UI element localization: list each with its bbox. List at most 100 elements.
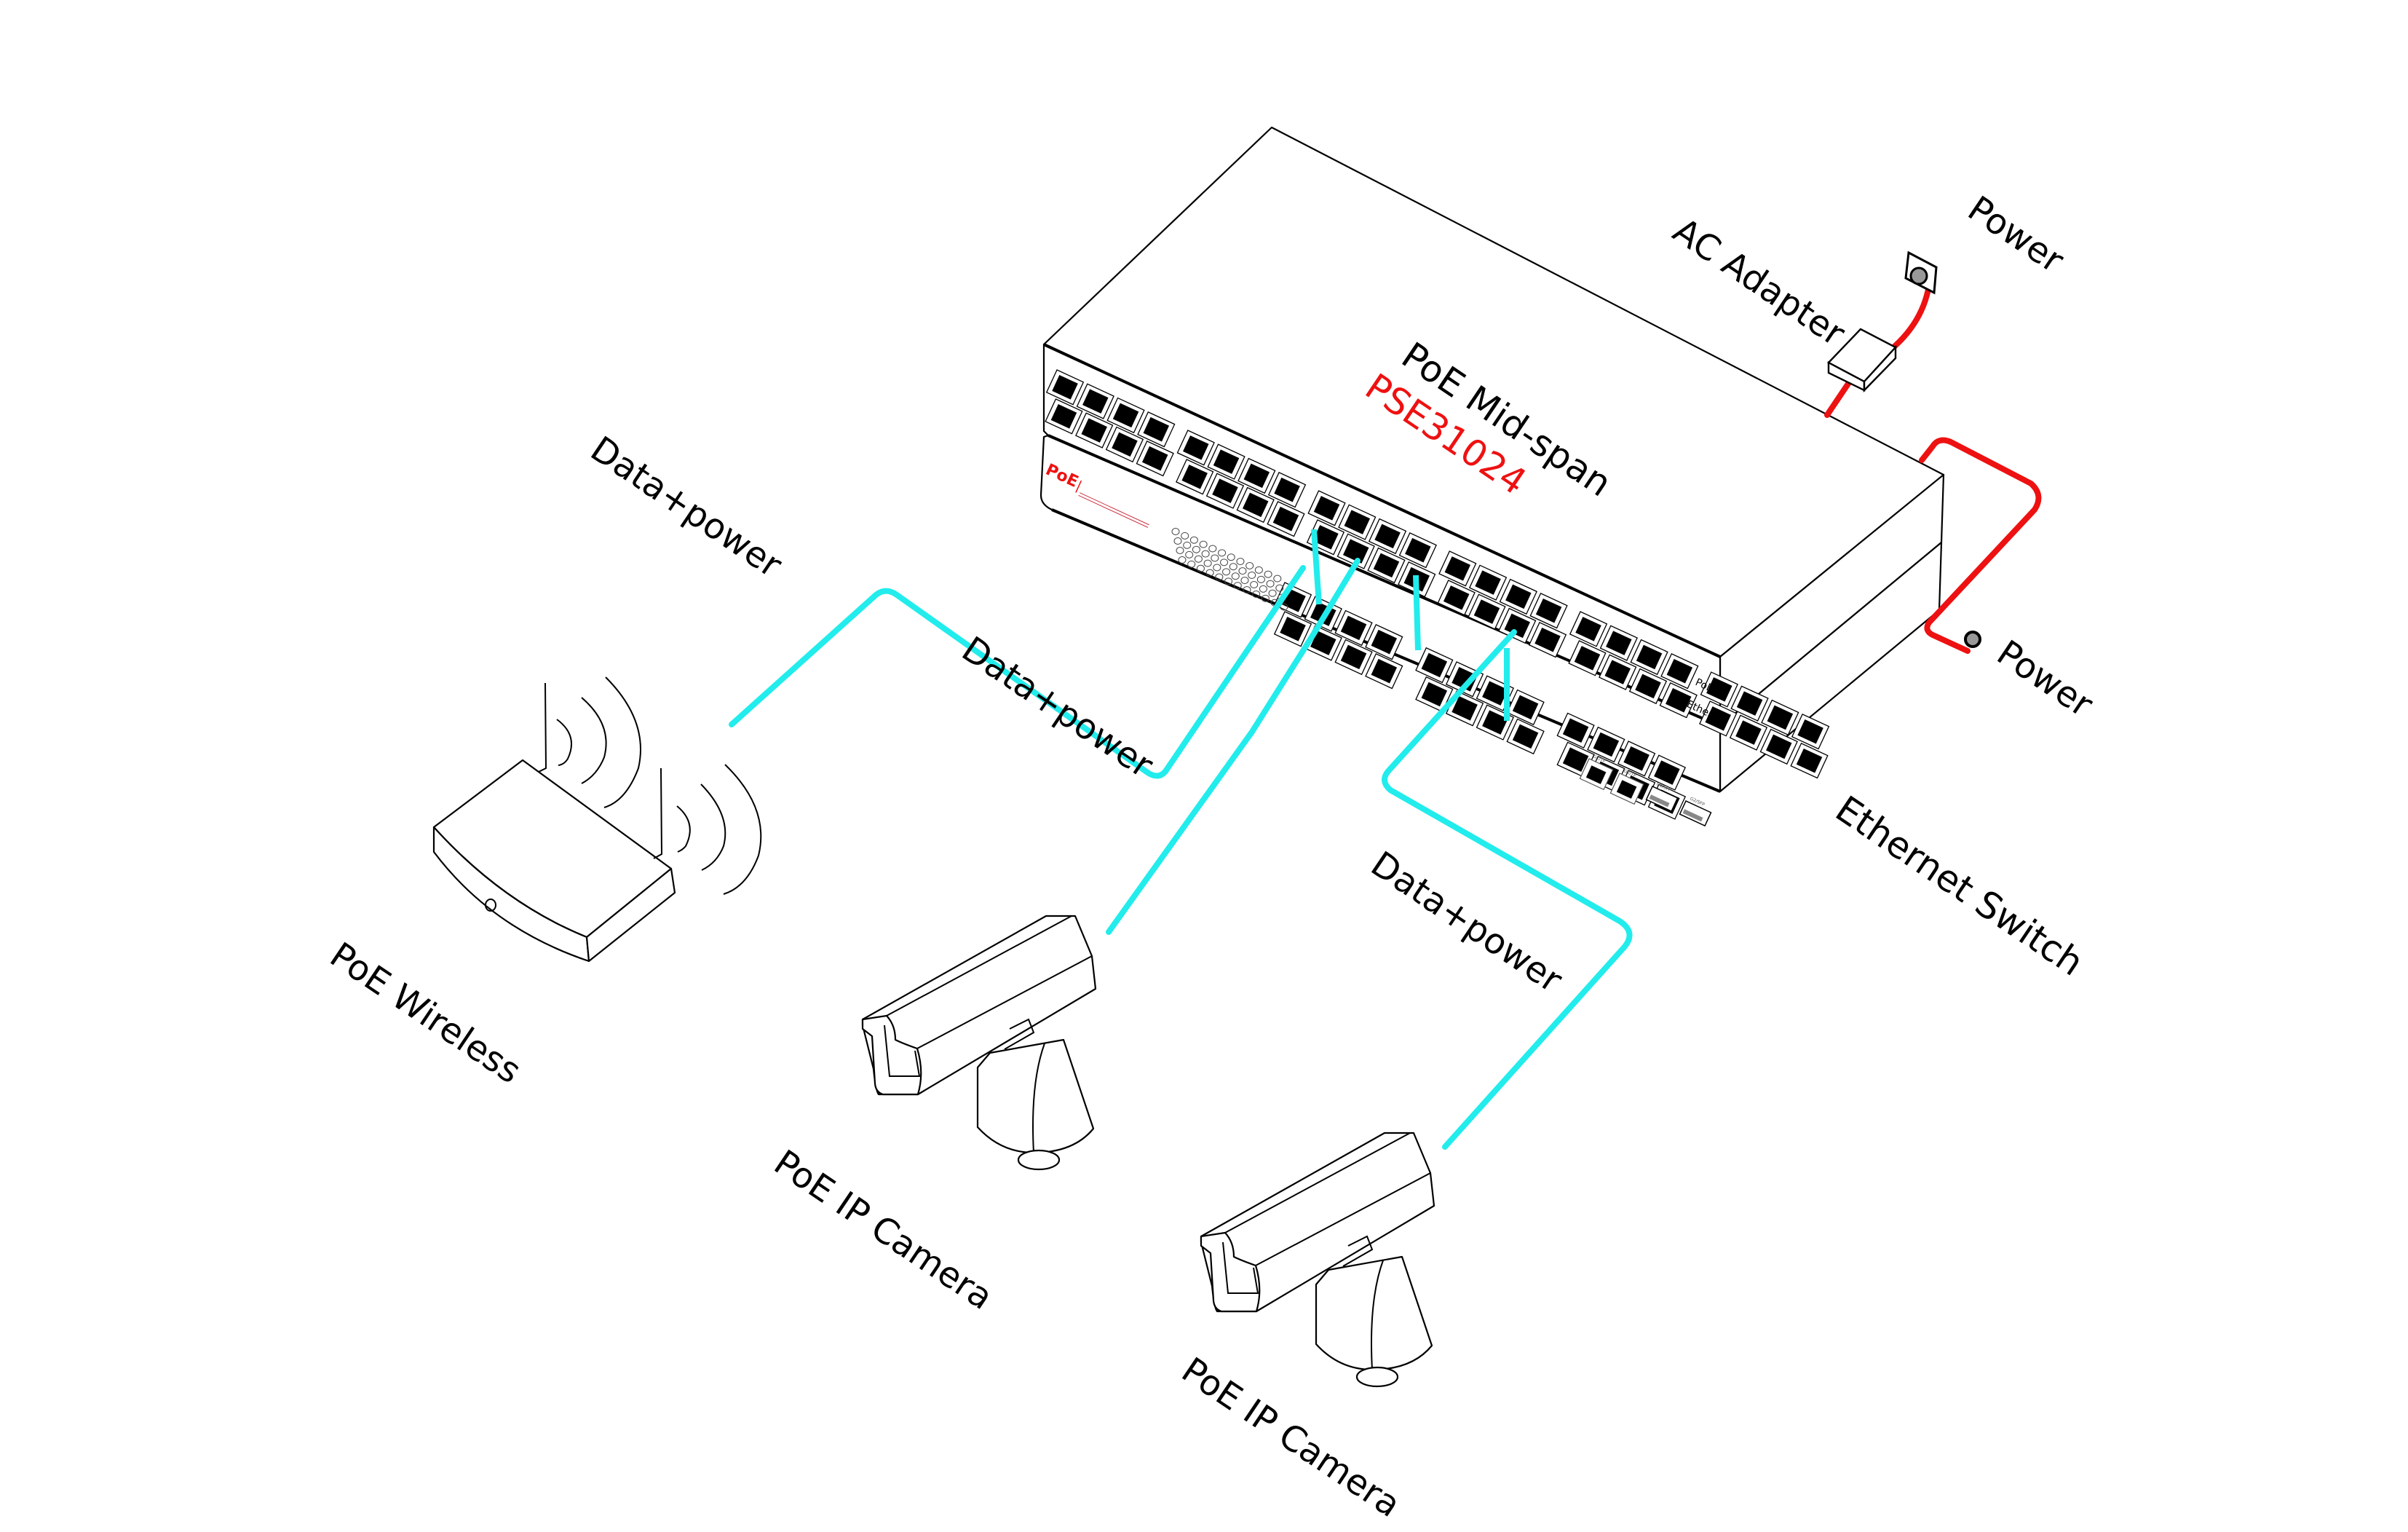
midspan-port[interactable] xyxy=(1700,671,1738,708)
midspan-port[interactable] xyxy=(1076,383,1114,419)
midspan-port[interactable] xyxy=(1499,578,1537,615)
midspan-port[interactable] xyxy=(1136,440,1174,477)
midspan-port[interactable] xyxy=(1205,473,1245,509)
switch-port[interactable] xyxy=(1365,652,1403,690)
midspan-port[interactable] xyxy=(1307,490,1346,526)
midspan-port[interactable] xyxy=(1367,547,1406,584)
switch-port[interactable] xyxy=(1365,623,1403,660)
midspan-port[interactable] xyxy=(1699,700,1738,737)
port-led-icon xyxy=(1189,536,1198,544)
midspan-port[interactable] xyxy=(1437,580,1476,616)
switch-label: Ethernet Switch xyxy=(1828,788,2091,984)
port-led-icon xyxy=(1254,566,1263,574)
midspan-port[interactable] xyxy=(1630,639,1668,676)
switch-port[interactable] xyxy=(1617,741,1656,777)
midspan-port[interactable] xyxy=(1045,369,1085,406)
switch-port[interactable] xyxy=(1334,639,1373,676)
camera-1-label: PoE IP Camera xyxy=(767,1142,1000,1319)
midspan-port[interactable] xyxy=(1660,653,1699,690)
midspan-port[interactable] xyxy=(1659,682,1698,719)
port-led-icon xyxy=(1259,585,1267,593)
midspan-port[interactable] xyxy=(1761,699,1799,736)
midspan-port[interactable] xyxy=(1336,533,1375,569)
switch-port[interactable] xyxy=(1506,718,1545,755)
switch-port[interactable] xyxy=(1334,609,1373,647)
port-led-icon xyxy=(1238,567,1247,575)
switch-power-label: Power xyxy=(1989,633,2100,726)
midspan-port[interactable] xyxy=(1729,714,1768,751)
port-led-icon xyxy=(1196,564,1205,572)
midspan-port[interactable] xyxy=(1599,654,1637,690)
midspan-port[interactable] xyxy=(1137,411,1176,448)
port-led-icon xyxy=(1201,550,1210,558)
port-led-icon xyxy=(1178,556,1187,564)
midspan-port[interactable] xyxy=(1338,504,1377,540)
midspan-port[interactable] xyxy=(1176,430,1215,466)
midspan-port[interactable] xyxy=(1176,459,1214,495)
port-led-icon xyxy=(1256,575,1265,583)
midspan-port[interactable] xyxy=(1267,501,1305,537)
port-led-icon xyxy=(1215,573,1224,581)
midspan-port[interactable] xyxy=(1236,486,1275,524)
switch-port[interactable] xyxy=(1587,726,1625,763)
midspan-port[interactable] xyxy=(1105,426,1144,463)
midspan-port[interactable] xyxy=(1599,625,1638,661)
antenna-icon xyxy=(653,767,663,859)
port-led-icon xyxy=(1176,547,1184,554)
data-power-cable-camera-2 xyxy=(1382,629,1633,1150)
midspan-port[interactable] xyxy=(1528,622,1567,658)
midspan-port[interactable] xyxy=(1529,593,1568,629)
midspan-port[interactable] xyxy=(1791,714,1830,750)
switch-port[interactable] xyxy=(1415,647,1454,684)
camera-1-name: PoE IP Camera xyxy=(767,1142,1000,1319)
midspan-port[interactable] xyxy=(1045,398,1083,435)
midspan-port[interactable] xyxy=(1106,397,1145,434)
cable-label-camera-1: Data+power xyxy=(954,629,1160,786)
switch-port[interactable] xyxy=(1647,754,1687,791)
antenna-icon xyxy=(538,682,547,773)
midspan-port[interactable] xyxy=(1207,443,1245,480)
midspan-port[interactable] xyxy=(1267,472,1307,508)
midspan-port[interactable] xyxy=(1237,457,1276,494)
midspan-port[interactable] xyxy=(1468,564,1508,601)
port-led-icon xyxy=(1224,577,1233,585)
ip-camera-2[interactable] xyxy=(1200,1132,1435,1388)
midspan-port[interactable] xyxy=(1368,518,1407,555)
midspan-port[interactable] xyxy=(1468,593,1506,630)
switch-port[interactable] xyxy=(1556,712,1595,749)
midspan-front-edge xyxy=(1043,343,1721,658)
midspan-port[interactable] xyxy=(1790,743,1829,779)
power-outlet-text: Power xyxy=(1960,189,2071,282)
port-led-icon xyxy=(1181,532,1189,540)
midspan-port[interactable] xyxy=(1730,685,1769,722)
port-led-icon xyxy=(1280,603,1288,611)
switch-port[interactable] xyxy=(1273,611,1312,647)
switch-port[interactable] xyxy=(1415,676,1454,713)
uplink-port-g2-sfp[interactable]: G2/SFP xyxy=(1679,795,1714,827)
midspan-port[interactable] xyxy=(1568,640,1607,676)
port-led-icon xyxy=(1187,560,1196,568)
port-led-icon xyxy=(1275,584,1284,592)
switch-port[interactable] xyxy=(1445,661,1484,698)
data-power-cable-camera-1 xyxy=(1106,558,1361,935)
port-led-icon xyxy=(1248,571,1256,579)
port-led-icon xyxy=(1213,564,1221,572)
switch-port[interactable] xyxy=(1506,689,1545,726)
uplink-port-g1-sfp[interactable]: G1/SFP xyxy=(1645,781,1681,813)
switch-power-plug-icon xyxy=(1964,631,1981,648)
ac-adapter[interactable] xyxy=(1827,328,1897,392)
wireless-ap-side xyxy=(585,867,676,963)
midspan-port[interactable] xyxy=(1075,412,1114,449)
ip-camera-1[interactable] xyxy=(861,915,1097,1171)
midspan-port[interactable] xyxy=(1628,668,1668,705)
midspan-port[interactable] xyxy=(1438,550,1477,587)
port-led-icon xyxy=(1231,572,1240,580)
switch-led-array xyxy=(1171,528,1288,611)
midspan-port[interactable] xyxy=(1398,532,1437,569)
midspan-port-array xyxy=(1045,369,1830,779)
midspan-port[interactable] xyxy=(1569,611,1608,647)
wireless-ap[interactable] xyxy=(432,676,762,963)
midspan-port[interactable] xyxy=(1759,728,1798,765)
port-led-icon xyxy=(1245,561,1254,569)
